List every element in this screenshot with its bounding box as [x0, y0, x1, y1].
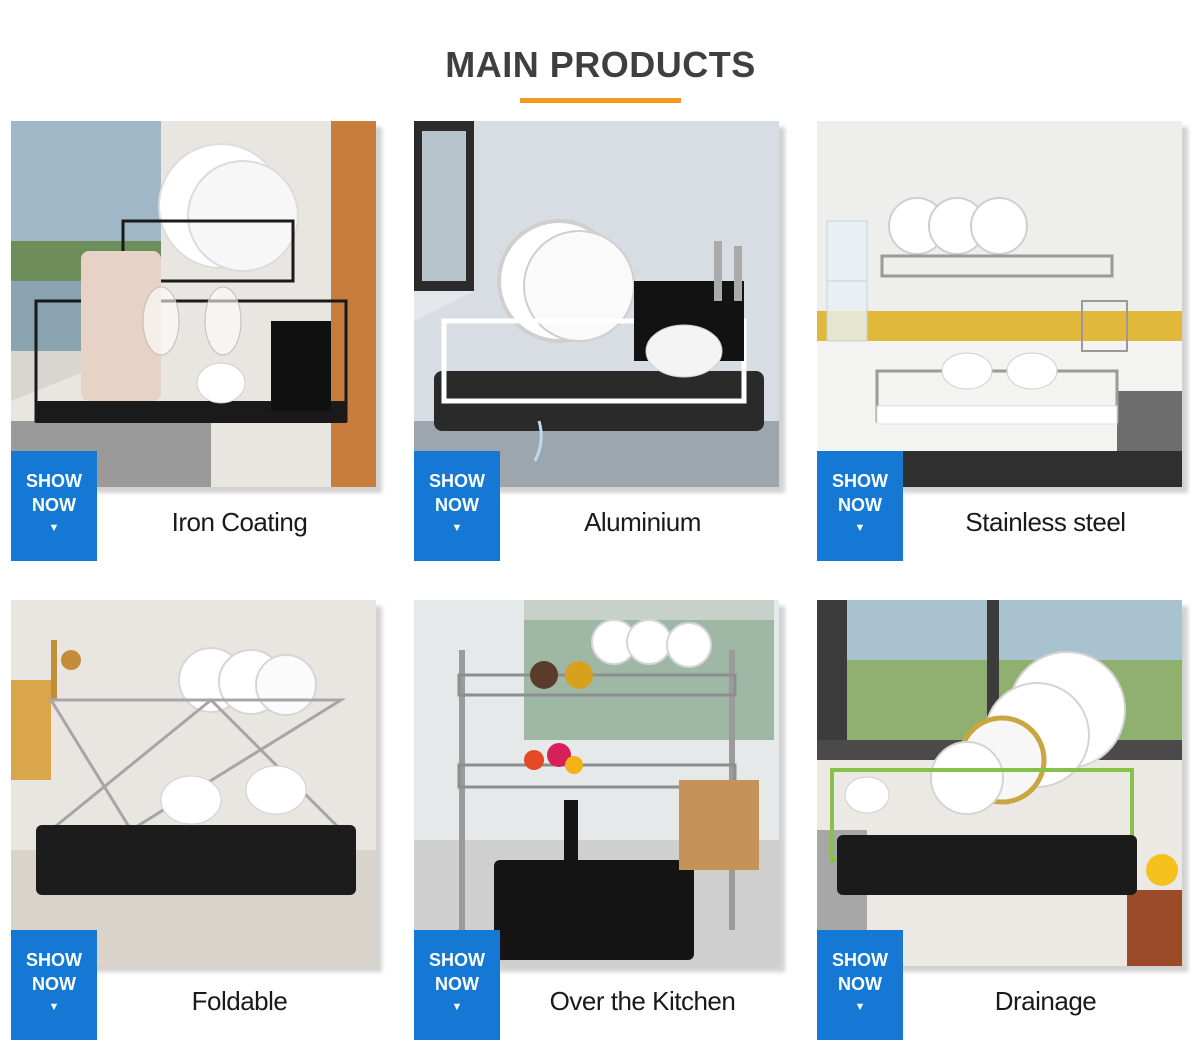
- product-caption: Aluminium: [584, 507, 701, 537]
- product-caption: Drainage: [994, 986, 1097, 1016]
- product-card-aluminium: SHOW NOW ▼ Aluminium: [414, 121, 779, 561]
- product-image-foldable[interactable]: [11, 600, 376, 966]
- triangle-down-icon: ▼: [48, 522, 60, 534]
- product-card-drainage: SHOW NOW ▼ Drainage: [817, 600, 1182, 1040]
- triangle-down-icon: ▼: [854, 522, 866, 534]
- show-now-label-line1: SHOW: [832, 950, 888, 970]
- show-now-button[interactable]: SHOW NOW ▼: [817, 451, 903, 561]
- product-caption: Foldable: [191, 986, 288, 1016]
- triangle-down-icon: ▼: [451, 1001, 463, 1013]
- triangle-down-icon: ▼: [48, 1001, 60, 1013]
- show-now-label-line2: NOW: [32, 495, 76, 515]
- section-title: MAIN PRODUCTS: [445, 44, 756, 85]
- show-now-button[interactable]: SHOW NOW ▼: [414, 451, 500, 561]
- show-now-button[interactable]: SHOW NOW ▼: [414, 930, 500, 1040]
- product-card-foldable: SHOW NOW ▼ Foldable: [11, 600, 376, 1040]
- product-card-over-the-kitchen: SHOW NOW ▼ Over the Kitchen: [414, 600, 779, 1040]
- show-now-label-line1: SHOW: [26, 471, 82, 491]
- product-card-stainless-steel: SHOW NOW ▼ Stainless steel: [817, 121, 1182, 561]
- show-now-label-line1: SHOW: [429, 950, 485, 970]
- product-caption: Iron Coating: [171, 507, 308, 537]
- show-now-label-line1: SHOW: [26, 950, 82, 970]
- show-now-label-line1: SHOW: [429, 471, 485, 491]
- triangle-down-icon: ▼: [451, 522, 463, 534]
- show-now-label-line2: NOW: [838, 974, 882, 994]
- show-now-label-line2: NOW: [838, 495, 882, 515]
- product-image-drainage[interactable]: [817, 600, 1182, 966]
- triangle-down-icon: ▼: [854, 1001, 866, 1013]
- show-now-label-line2: NOW: [435, 495, 479, 515]
- product-image-aluminium[interactable]: [414, 121, 779, 487]
- show-now-label-line2: NOW: [32, 974, 76, 994]
- product-caption: Over the Kitchen: [549, 986, 736, 1016]
- product-image-over-the-kitchen[interactable]: [414, 600, 779, 966]
- show-now-label-line1: SHOW: [832, 471, 888, 491]
- show-now-label-line2: NOW: [435, 974, 479, 994]
- title-underline: [520, 98, 681, 103]
- show-now-button[interactable]: SHOW NOW ▼: [817, 930, 903, 1040]
- product-image-stainless-steel[interactable]: [817, 121, 1182, 487]
- product-card-iron-coating: SHOW NOW ▼ Iron Coating: [11, 121, 376, 561]
- show-now-button[interactable]: SHOW NOW ▼: [11, 451, 97, 561]
- product-caption: Stainless steel: [965, 507, 1126, 537]
- product-image-iron-coating[interactable]: [11, 121, 376, 487]
- show-now-button[interactable]: SHOW NOW ▼: [11, 930, 97, 1040]
